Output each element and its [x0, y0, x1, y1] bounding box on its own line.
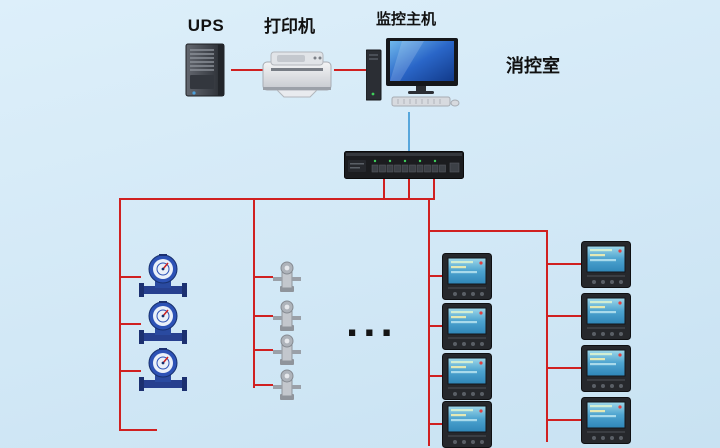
- wire-col2-stub-1: [253, 276, 273, 278]
- wire-col3-stub-4: [428, 423, 444, 425]
- wire-switch-stub-3: [433, 179, 435, 200]
- wire-switch-stub-2: [408, 179, 410, 200]
- sensor-icon-4: [272, 368, 302, 402]
- wire-col4-stub-2: [546, 315, 583, 317]
- wire-col4-stub-4: [546, 419, 583, 421]
- printer-label: 打印机: [264, 17, 315, 36]
- monitoring-host-icon: [366, 38, 460, 108]
- power-meter-icon-c2-2: [581, 293, 631, 340]
- uplink-host-switch: [408, 112, 410, 151]
- power-meter-icon-c2-4: [581, 397, 631, 444]
- printer-icon: [261, 48, 333, 98]
- wire-col4-stub-3: [546, 367, 583, 369]
- wire-col1-bottom-stub: [119, 429, 157, 431]
- wire-col1-stub-2: [119, 323, 141, 325]
- wire-col3-vertical: [428, 198, 430, 446]
- wire-col1-stub-1: [119, 276, 141, 278]
- wire-col3-stub-2: [428, 325, 444, 327]
- power-meter-icon-c1-4: [442, 401, 492, 448]
- more-devices-ellipsis: ...: [346, 297, 398, 346]
- wire-col3-stub-1: [428, 275, 444, 277]
- wire-ups-printer: [231, 69, 264, 71]
- wire-col2-stub-3: [253, 349, 273, 351]
- wire-col4-vertical: [546, 230, 548, 442]
- wire-col3-col4-branch: [428, 230, 548, 232]
- ups-icon: [180, 42, 230, 98]
- host-label: 监控主机: [376, 11, 437, 28]
- wire-printer-host: [334, 69, 372, 71]
- wire-main-bus: [119, 198, 435, 200]
- wire-col3-stub-3: [428, 375, 444, 377]
- wire-switch-stub-1: [383, 179, 385, 200]
- water-meter-icon-1: [139, 254, 187, 300]
- power-meter-icon-c2-3: [581, 345, 631, 392]
- wire-col1-stub-3: [119, 370, 141, 372]
- sensor-icon-3: [272, 333, 302, 367]
- wire-col2-stub-4: [253, 384, 273, 386]
- water-meter-icon-2: [139, 301, 187, 347]
- water-meter-icon-3: [139, 348, 187, 394]
- power-meter-icon-c2-1: [581, 241, 631, 288]
- power-meter-icon-c1-1: [442, 253, 492, 300]
- wire-col4-stub-1: [546, 263, 583, 265]
- wire-col2-stub-2: [253, 315, 273, 317]
- wire-col2-vertical: [253, 198, 255, 388]
- sensor-icon-1: [272, 260, 302, 294]
- power-meter-icon-c1-2: [442, 303, 492, 350]
- control-room-label: 消控室: [506, 56, 560, 76]
- power-meter-icon-c1-3: [442, 353, 492, 400]
- sensor-icon-2: [272, 299, 302, 333]
- wire-col1-vertical: [119, 198, 121, 431]
- network-switch-icon: [344, 151, 464, 179]
- ups-label: UPS: [187, 16, 225, 35]
